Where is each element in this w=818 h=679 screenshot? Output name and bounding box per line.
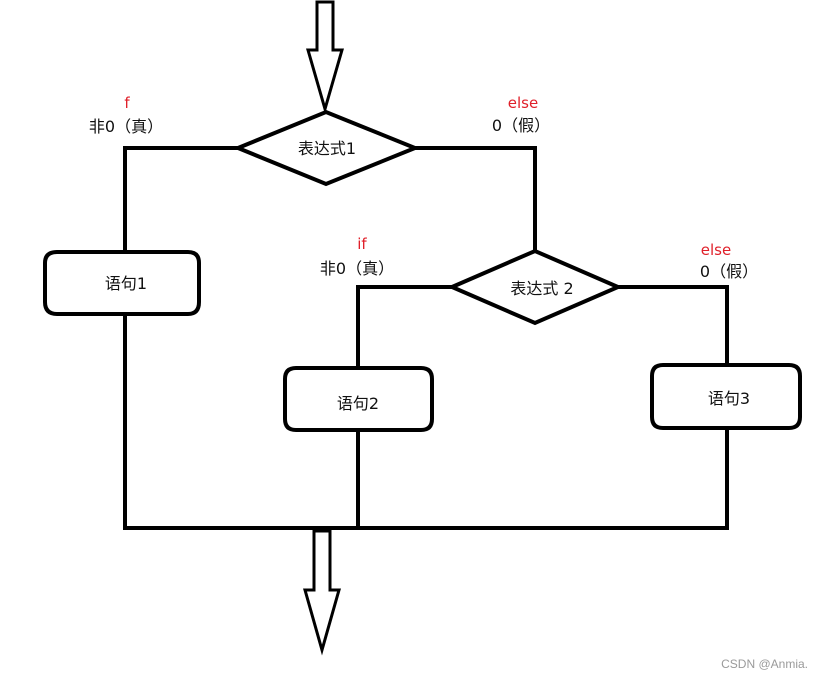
statement3-label: 语句3	[708, 389, 750, 408]
decision1-label: 表达式1	[298, 139, 356, 158]
branch2-true-condition: 非0（真）	[320, 259, 394, 278]
branch1-false-condition: 0（假）	[492, 116, 550, 135]
watermark: CSDN @Anmia.	[721, 657, 808, 671]
connector-decision1-right	[413, 146, 537, 254]
connector-decision2-right	[616, 285, 729, 367]
decision1-diamond: 表达式1	[232, 109, 421, 187]
connector-decision1-left	[123, 146, 240, 252]
branch2-true-keyword: if	[357, 235, 367, 253]
statement3-box: 语句3	[650, 363, 802, 430]
statement1-box: 语句1	[43, 250, 201, 316]
connector-decision2-left	[356, 285, 454, 370]
decision2-diamond: 表达式 2	[446, 248, 624, 326]
entry-arrow	[306, 0, 344, 115]
statement2-label: 语句2	[337, 394, 379, 413]
branch1-true-condition: 非0（真）	[89, 117, 163, 136]
statement2-box: 语句2	[283, 366, 434, 432]
branch1-true-keyword: f	[124, 94, 130, 112]
branch2-false-condition: 0（假）	[700, 262, 758, 281]
statement1-label: 语句1	[105, 274, 147, 293]
exit-arrow	[303, 529, 341, 656]
decision2-label: 表达式 2	[510, 279, 573, 298]
branch1-false-keyword: else	[508, 94, 538, 112]
branch2-false-keyword: else	[701, 241, 731, 259]
